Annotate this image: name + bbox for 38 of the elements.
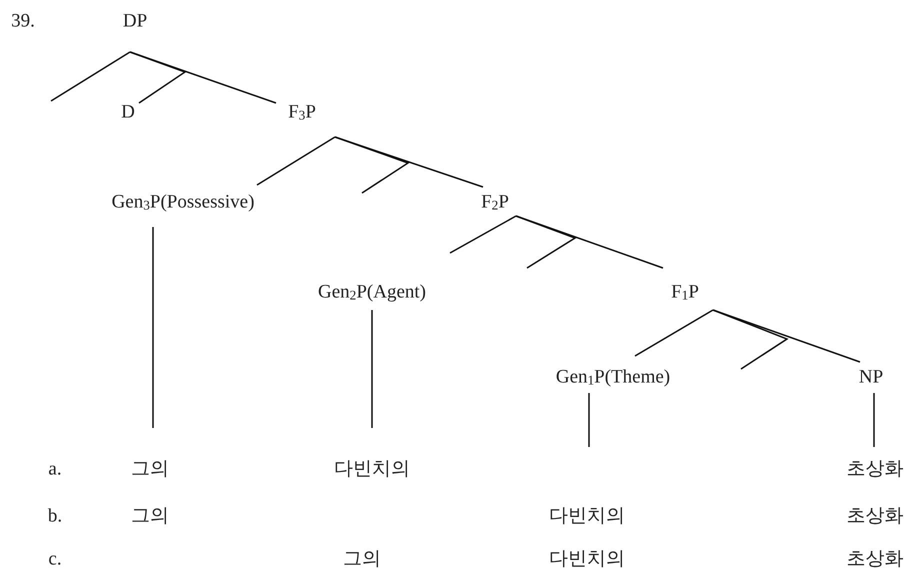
word: 그의 xyxy=(131,460,169,480)
node-label: F$_{2}$P xyxy=(481,192,509,214)
word: 다빈치의 xyxy=(549,506,625,528)
branch-line xyxy=(873,393,875,447)
branch-line xyxy=(130,51,276,104)
row-letter: c. xyxy=(48,550,62,570)
branch-line xyxy=(256,136,336,186)
branch-line xyxy=(516,215,664,269)
row-letter: b. xyxy=(48,506,62,528)
word: 초상화 xyxy=(846,550,904,570)
branch-line xyxy=(50,51,130,102)
word: 초상화 xyxy=(846,506,904,528)
node-label: Gen$_{2}$P(Agent) xyxy=(318,282,426,304)
node-label: D xyxy=(121,102,135,124)
node-label: DP xyxy=(122,12,148,32)
branch-line xyxy=(152,227,154,428)
branch-line xyxy=(588,393,590,447)
node-label: F$_{1}$P xyxy=(671,282,699,304)
branch-line xyxy=(450,215,516,254)
word: 그의 xyxy=(131,506,169,528)
row-letter: a. xyxy=(48,460,62,480)
branch-line xyxy=(516,215,577,269)
branch-line xyxy=(371,310,373,428)
branch-line xyxy=(712,309,860,363)
node-label: Gen$_{1}$P(Theme) xyxy=(556,368,670,388)
branch-line xyxy=(712,309,789,370)
branch-line xyxy=(634,309,714,357)
node-label: NP xyxy=(858,368,884,388)
example-number: 39. xyxy=(11,12,35,32)
branch-line xyxy=(334,136,410,194)
word: 다빈치의 xyxy=(334,460,410,480)
word: 그의 xyxy=(343,550,381,570)
node-label: Gen$_{3}$P(Possessive) xyxy=(112,192,254,214)
branch-line xyxy=(334,136,484,188)
word: 다빈치의 xyxy=(549,550,625,570)
word: 초상화 xyxy=(846,460,904,480)
node-label: F$_{3}$P xyxy=(288,102,316,124)
branch-line xyxy=(130,51,187,104)
